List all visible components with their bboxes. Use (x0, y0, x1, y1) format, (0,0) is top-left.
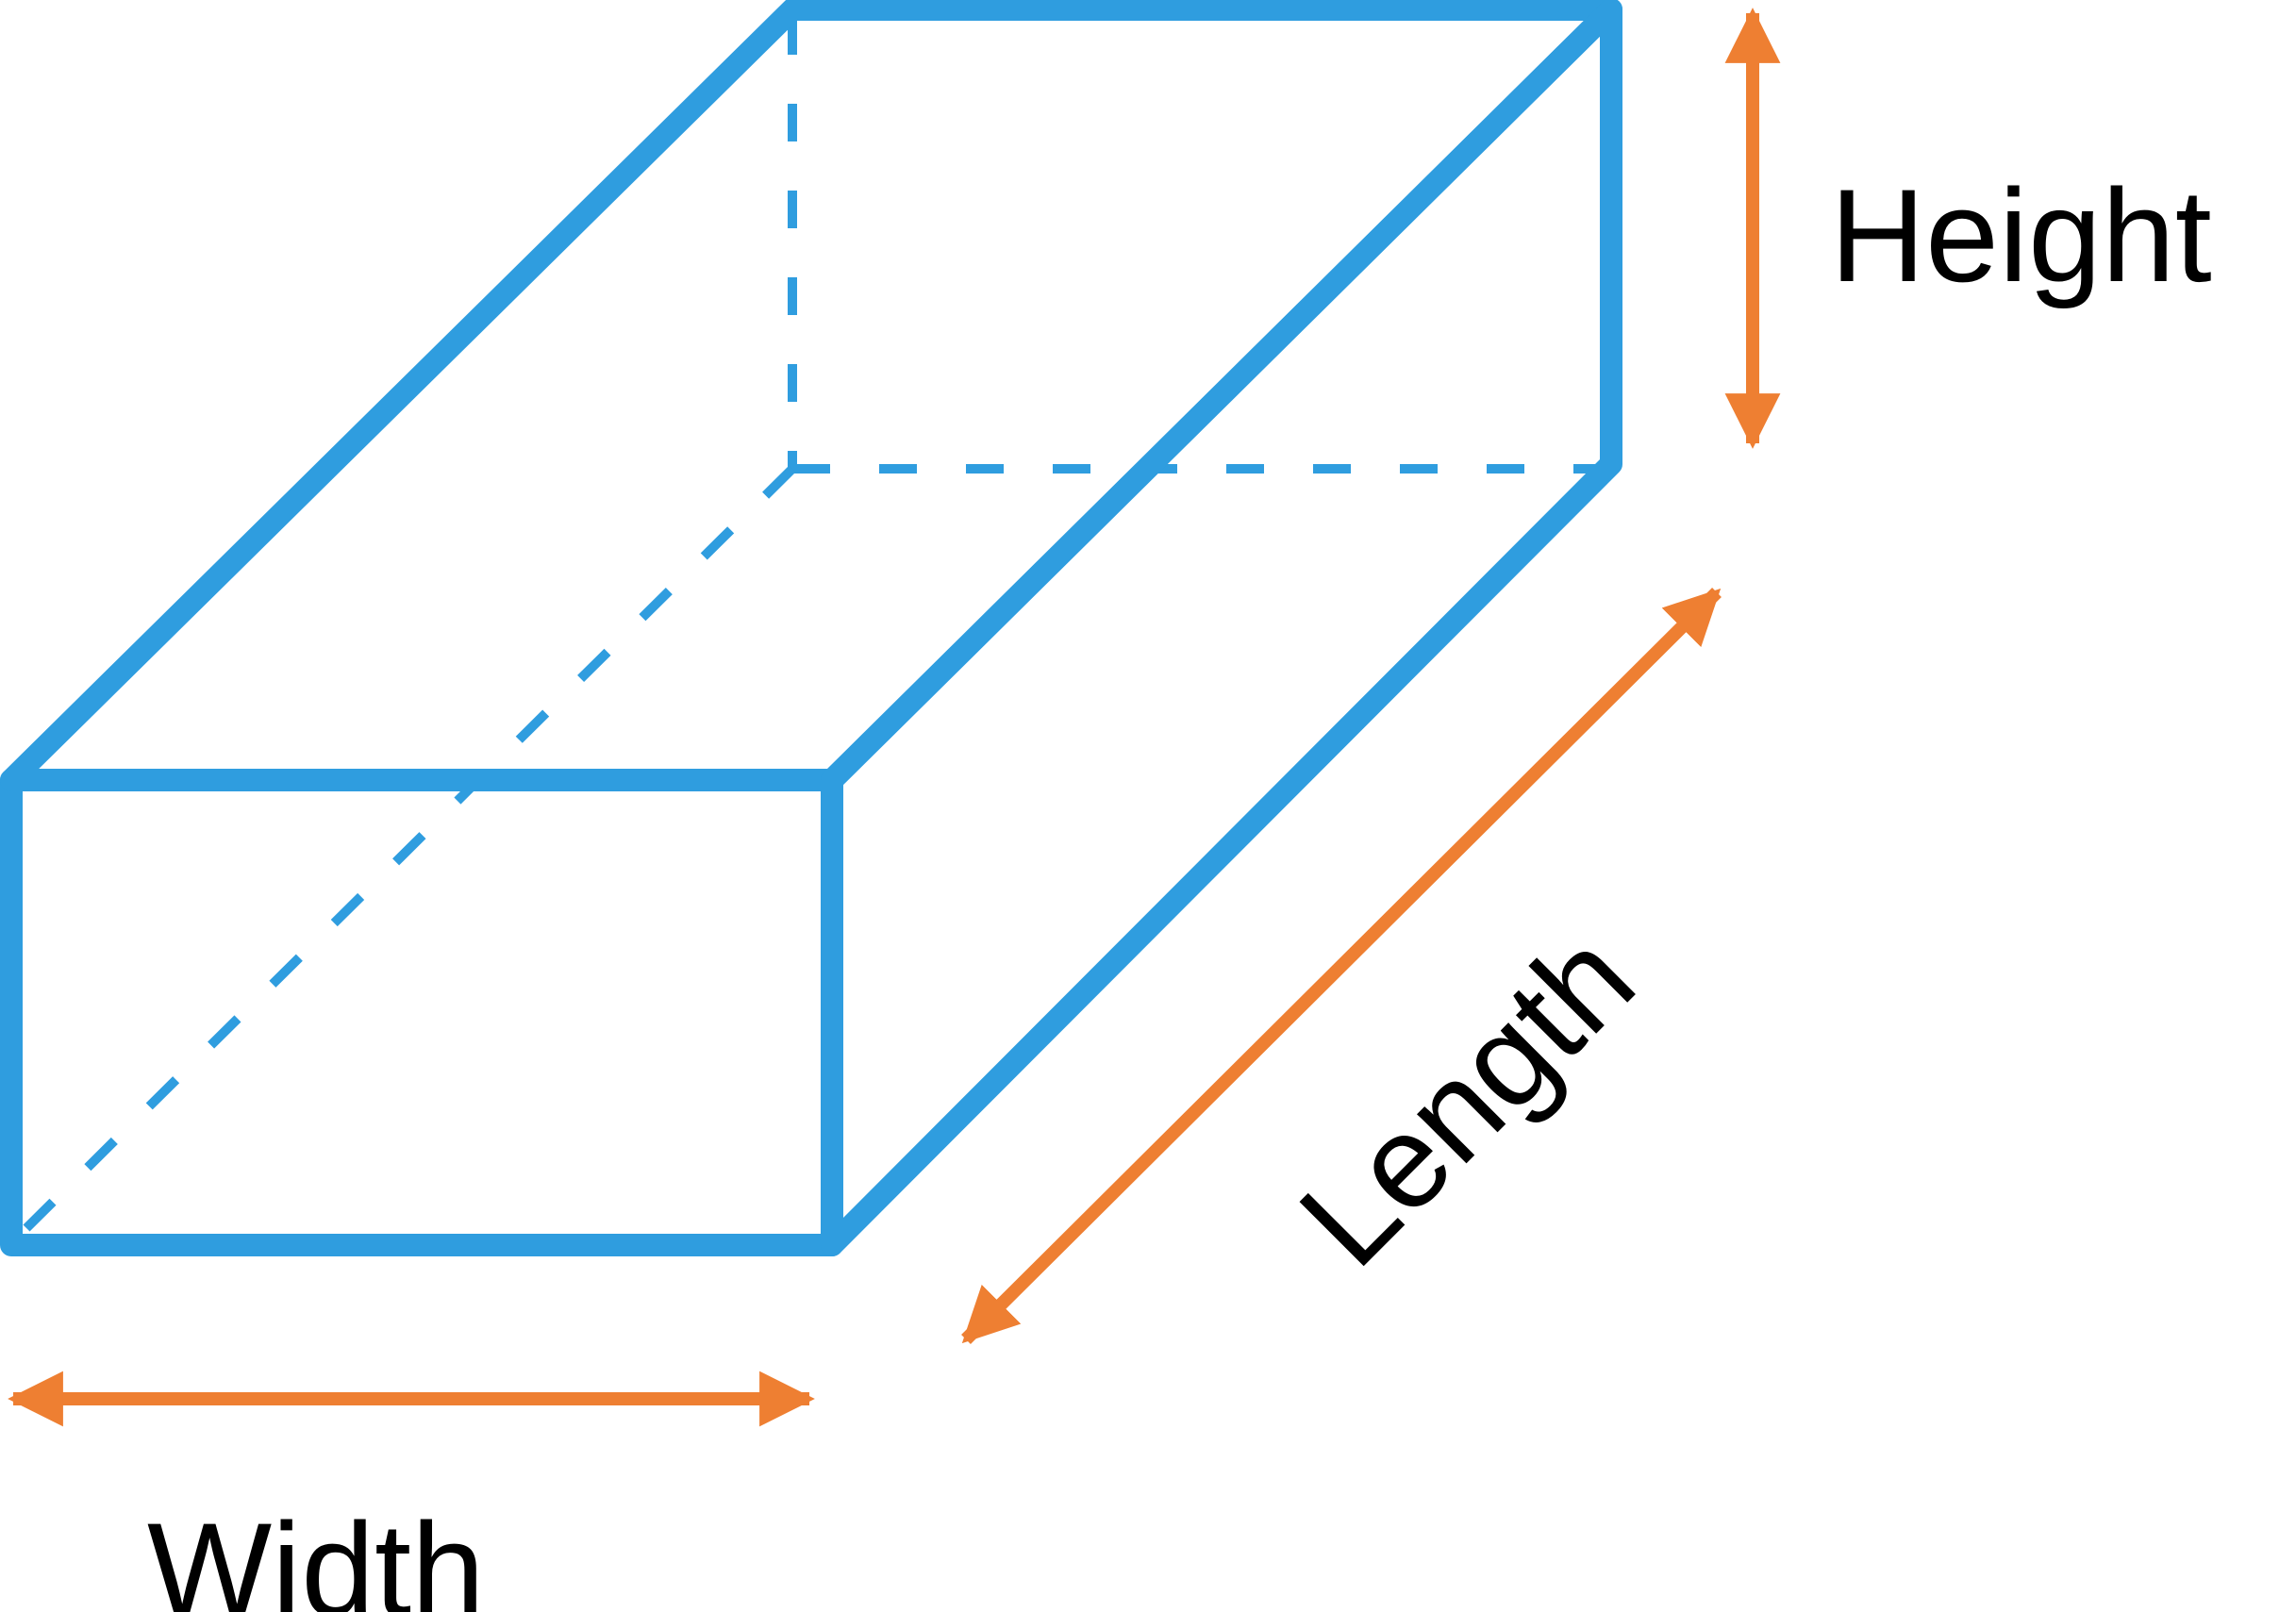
width-label: Width (147, 1495, 485, 1612)
right-face (821, 0, 1622, 1256)
top-face (0, 0, 1622, 791)
dimension-arrows (8, 8, 1781, 1427)
hidden-edges (23, 17, 1602, 1232)
visible-edges (0, 0, 1622, 1256)
front-face (0, 769, 843, 1256)
length-label: Length (1272, 904, 1662, 1294)
hidden-edge-depth (23, 465, 796, 1232)
length-arrow (961, 588, 1722, 1344)
height-label: Height (1830, 161, 2212, 309)
